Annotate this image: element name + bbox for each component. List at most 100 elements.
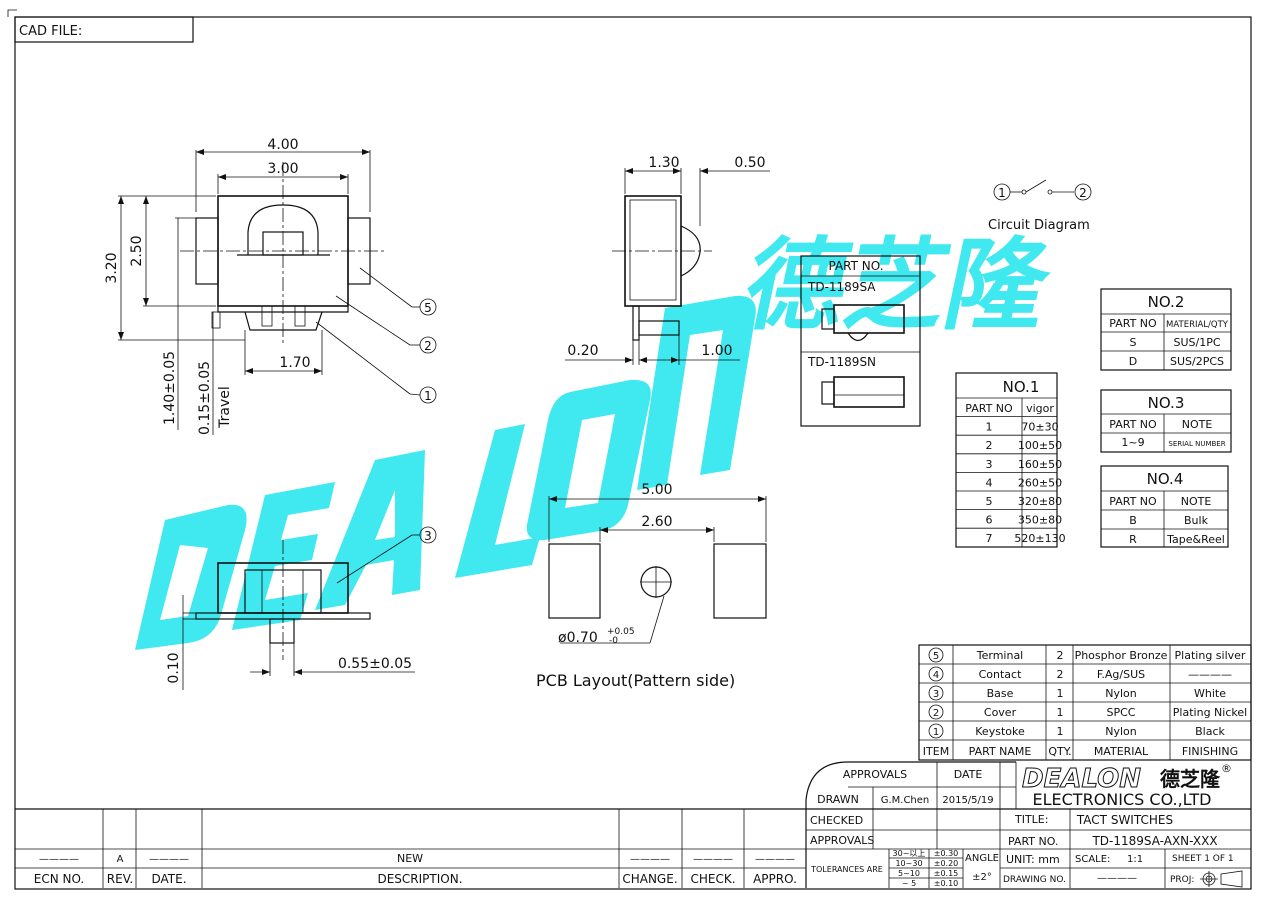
dim-3-00: 3.00 <box>267 161 298 177</box>
callout-2: 2 <box>424 339 432 353</box>
circuit-caption: Circuit Diagram <box>988 218 1090 233</box>
tb-drawn-date: 2015/5/19 <box>942 795 993 806</box>
no1-row-vigor: 70±30 <box>1021 421 1058 434</box>
rev-check-value: ———— <box>693 854 733 865</box>
tb-proj: PROJ: <box>1170 875 1194 885</box>
tb-tolerances-label: TOLERANCES ARE <box>810 865 883 874</box>
bom-header: ITEM <box>923 745 949 758</box>
rev-change-value: ———— <box>630 854 670 865</box>
rev-header-ecn: ECN NO. <box>34 872 85 886</box>
no2-row1-material: SUS/1PC <box>1173 336 1220 349</box>
tol-range: 5~10 <box>898 869 920 878</box>
circuit-n1: 1 <box>998 186 1006 200</box>
no1-row-vigor: 100±50 <box>1018 439 1062 452</box>
no1-header-vigor: vigor <box>1026 402 1054 415</box>
no1-row-vigor: 520±130 <box>1014 532 1065 545</box>
part-number-box: PART NO. TD-1189SA TD-1189SN <box>800 255 921 427</box>
no1-title: NO.1 <box>1003 378 1040 396</box>
bom-cell: Plating silver <box>1175 649 1246 662</box>
tb-scale-label: SCALE: <box>1075 854 1110 865</box>
tb-unit: UNIT: mm <box>1006 853 1060 866</box>
no3-row1-note: SERIAL NUMBER <box>1168 440 1225 448</box>
rev-appro-value: ———— <box>755 854 795 865</box>
tb-sheet: SHEET 1 OF 1 <box>1172 854 1234 864</box>
rev-desc-value: NEW <box>397 852 423 865</box>
bom-header: MATERIAL <box>1094 745 1149 758</box>
tb-logo-cn: 德芝隆 <box>1160 767 1221 791</box>
tb-part-no-value: TD-1189SA-AXN-XXX <box>1091 834 1217 848</box>
no1-row-part: 6 <box>986 514 993 527</box>
part-box-sn: TD-1189SN <box>807 355 876 369</box>
callout-1: 1 <box>424 389 432 403</box>
tb-approvals: APPROVALS <box>843 768 907 781</box>
tb-scale-value: 1:1 <box>1127 854 1143 865</box>
bom-cell: ———— <box>1188 668 1232 681</box>
dim-1-70: 1.70 <box>279 355 310 371</box>
no2-row2-material: SUS/2PCS <box>1170 355 1224 368</box>
bom-cell: SPCC <box>1107 706 1136 719</box>
dim-0-50: 0.50 <box>734 155 765 171</box>
tb-part-no-label: PART NO. <box>1008 835 1058 848</box>
tb-drawn-by: G.M.Chen <box>881 795 930 806</box>
no1-row-part: 4 <box>986 476 993 489</box>
dim-4-00: 4.00 <box>267 137 298 153</box>
dim-hole: ø0.70 <box>558 630 598 646</box>
dim-1-30: 1.30 <box>648 155 679 171</box>
no3-header-part: PART NO <box>1109 418 1157 431</box>
cad-file-label: CAD FILE: <box>19 24 82 39</box>
bom-item-circle <box>928 666 944 682</box>
no4-header-part: PART NO <box>1109 495 1157 508</box>
no2-row2-part: D <box>1129 355 1137 368</box>
tol-value: ±0.15 <box>934 869 959 878</box>
rev-ecn-value: ———— <box>39 854 79 865</box>
no1-row-part: 3 <box>986 458 993 471</box>
no4-row1-note: Bulk <box>1184 514 1209 527</box>
no4-row2-part: R <box>1129 533 1137 546</box>
revision-block: ———— A ———— NEW ———— ———— ———— ECN NO. R… <box>15 808 806 888</box>
bom-item-circle <box>928 685 944 701</box>
tol-value: ±0.20 <box>934 859 959 868</box>
tb-angle-value: ±2° <box>972 872 992 883</box>
tol-range: 30~以上 <box>893 849 926 858</box>
no3-header-note: NOTE <box>1182 418 1213 431</box>
tol-range: 10~30 <box>895 859 922 868</box>
tol-range: ~ 5 <box>902 879 916 888</box>
tb-angle-label: ANGLE <box>965 853 999 864</box>
bom-cell: 2 <box>1057 649 1064 662</box>
bom-cell: 1 <box>1057 687 1064 700</box>
dim-1-00: 1.00 <box>701 343 732 359</box>
bom-header: QTY. <box>1048 745 1071 758</box>
tb-checked: CHECKED <box>810 814 863 827</box>
tb-logo: DEALON <box>1022 764 1141 794</box>
bom-header: PART NAME <box>969 745 1032 758</box>
bom-cell: Nylon <box>1105 687 1137 700</box>
rev-header-date: DATE. <box>151 872 186 886</box>
tol-value: ±0.30 <box>934 849 959 858</box>
no1-row-part: 7 <box>986 532 993 545</box>
bom-cell: Terminal <box>976 649 1024 662</box>
circuit-n2: 2 <box>1079 186 1087 200</box>
bom-cell: F.Ag/SUS <box>1097 668 1145 681</box>
rev-header-appro: APPRO. <box>753 872 797 886</box>
table-no3: NO.3 PART NO NOTE 1~9 SERIAL NUMBER <box>1100 389 1232 453</box>
bom-cell: Nylon <box>1105 725 1137 738</box>
no4-row1-part: B <box>1129 514 1137 527</box>
tb-approvals-2: APPROVALS <box>810 834 874 847</box>
no1-header-part: PART NO <box>965 402 1013 415</box>
tol-value: ±0.10 <box>934 879 959 888</box>
no1-row-vigor: 320±80 <box>1018 495 1062 508</box>
tb-title-value: TACT SWITCHES <box>1076 813 1173 827</box>
dim-1-40: 1.40±0.05 <box>162 351 178 425</box>
dim-2-60: 2.60 <box>641 514 672 530</box>
tb-drawing-no: DRAWING NO. <box>1003 875 1066 885</box>
bom-header: FINISHING <box>1182 745 1238 758</box>
bom-item-circle <box>928 723 944 739</box>
bom-item-circle <box>928 704 944 720</box>
no1-row-vigor: 350±80 <box>1018 514 1062 527</box>
bom-cell: 3 <box>933 689 939 700</box>
bottom-view: 0.10 0.55±0.05 3 <box>166 526 437 690</box>
rev-header-description: DESCRIPTION. <box>377 872 462 886</box>
